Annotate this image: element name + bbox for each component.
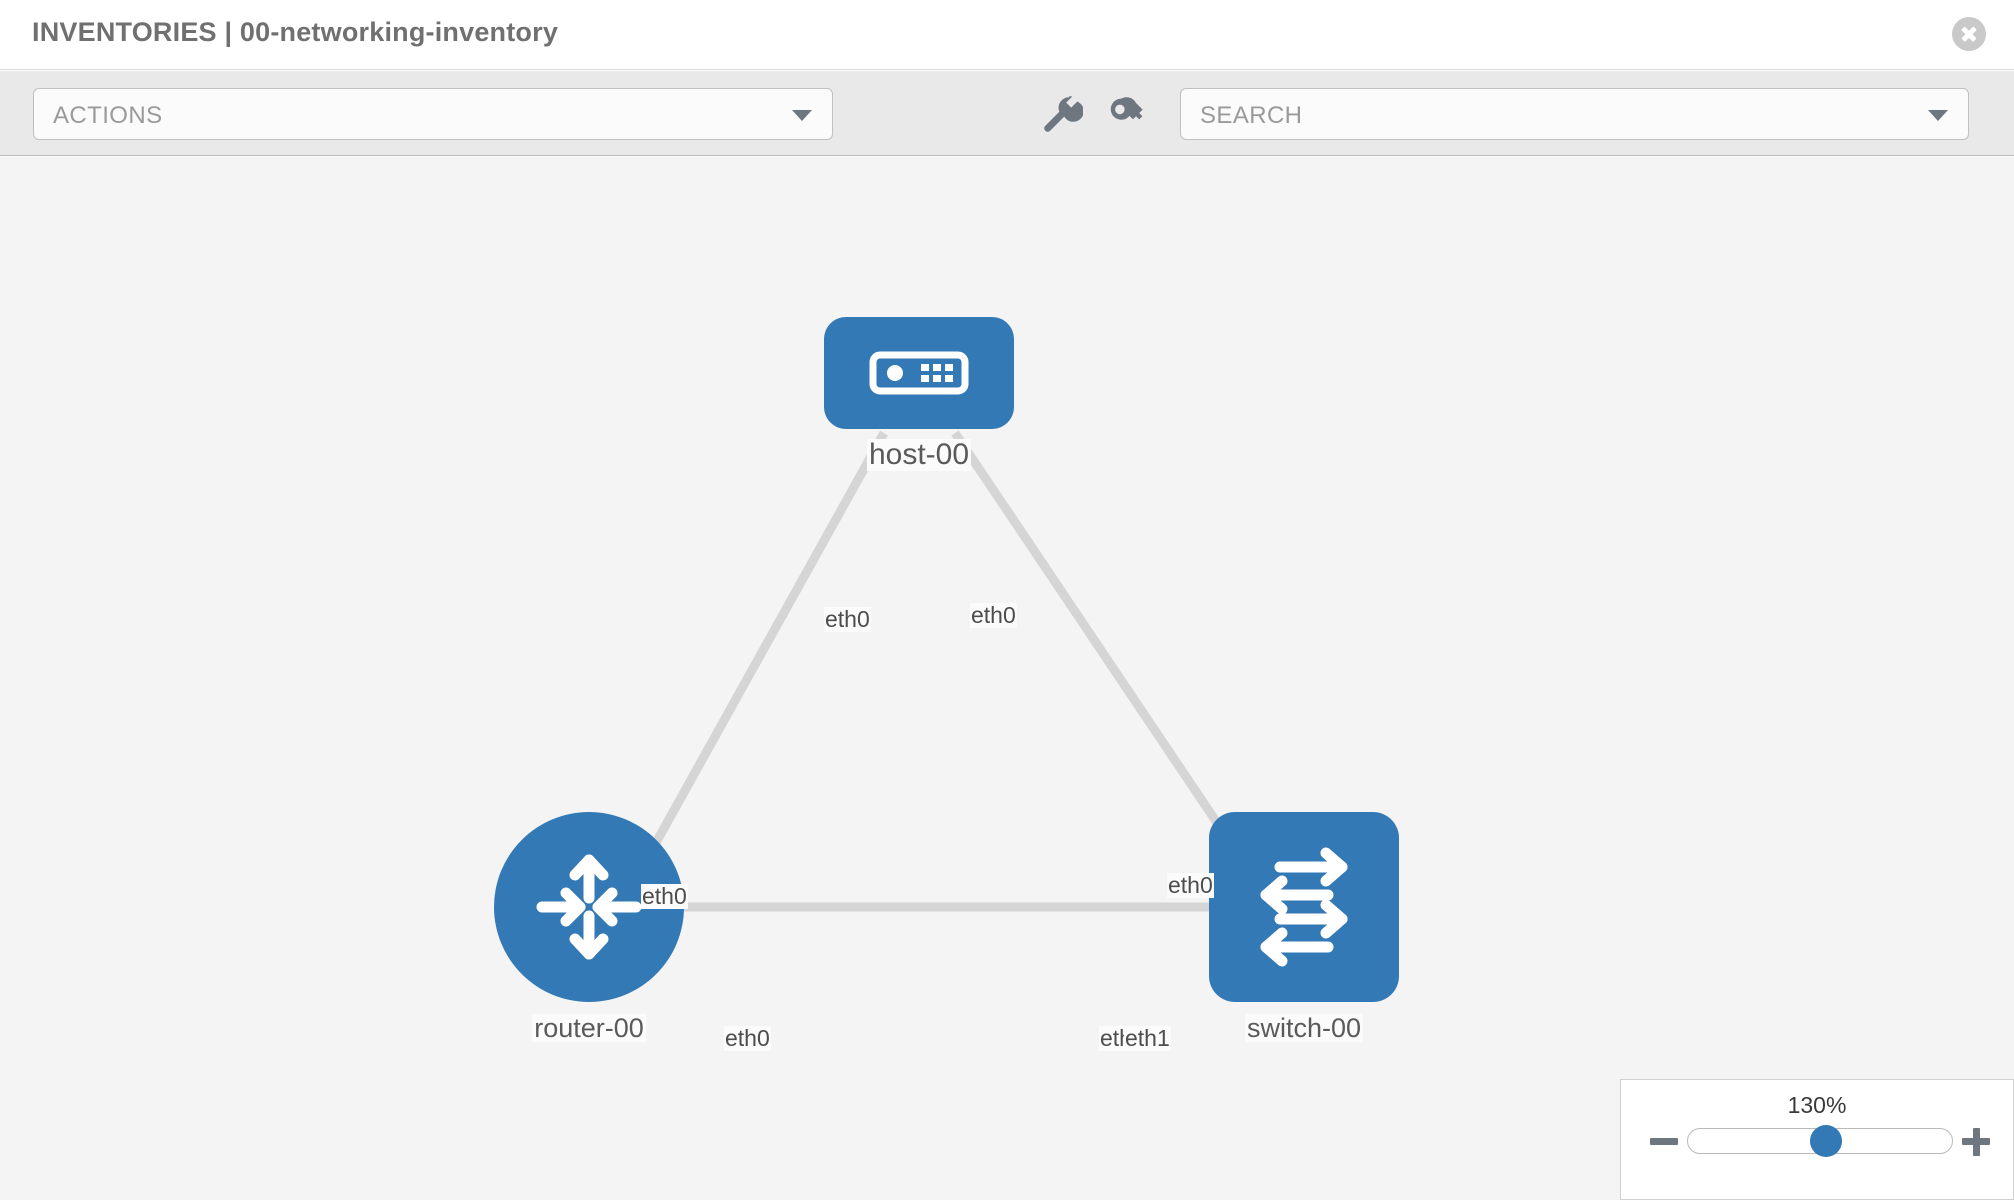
edge-label-router-up: eth0 — [641, 883, 688, 910]
switch-node-label: switch-00 — [1244, 1013, 1364, 1043]
zoom-control-panel: 130% — [1620, 1079, 2014, 1200]
topology-edges — [644, 430, 1244, 912]
key-icon[interactable] — [1105, 91, 1151, 137]
chevron-down-icon — [1928, 110, 1948, 121]
actions-dropdown[interactable]: ACTIONS — [33, 88, 833, 140]
topology-node-host[interactable]: host-00 — [824, 317, 1014, 471]
actions-dropdown-label: ACTIONS — [53, 102, 163, 129]
page-header: INVENTORIES | 00-networking-inventory — [0, 0, 2014, 70]
topology-canvas[interactable]: host-00 route — [0, 157, 2014, 1200]
minus-icon[interactable] — [1647, 1124, 1681, 1158]
chevron-down-icon — [792, 110, 812, 121]
search-input[interactable]: SEARCH — [1180, 88, 1969, 140]
wrench-icon[interactable] — [1037, 91, 1083, 137]
switch-node-shape — [1209, 812, 1399, 1002]
edge-label-switch-up: eth0 — [1167, 872, 1214, 899]
router-node-label: router-00 — [532, 1013, 646, 1043]
zoom-slider-thumb[interactable] — [1810, 1125, 1843, 1157]
edge-label-host-left: eth0 — [824, 606, 871, 633]
edge-label-host-right: eth0 — [970, 602, 1017, 629]
topology-node-switch[interactable]: switch-00 — [1181, 792, 1399, 1042]
switch-arrows-icon — [1260, 847, 1348, 967]
page-title: INVENTORIES | 00-networking-inventory — [32, 17, 559, 47]
edge-label-switch-left-b: eth1 — [1124, 1025, 1171, 1052]
host-node-label: host-00 — [866, 438, 972, 471]
toolbar: ACTIONS SEARCH — [0, 71, 2014, 156]
zoom-slider-track[interactable] — [1687, 1125, 1953, 1157]
host-node-shape — [824, 317, 1014, 429]
server-appliance-icon — [869, 351, 969, 395]
plus-icon[interactable] — [1959, 1124, 1993, 1158]
zoom-level-value: 130% — [1787, 1092, 1847, 1118]
edge-label-router-right: eth0 — [724, 1025, 771, 1052]
router-arrows-icon — [536, 854, 642, 960]
search-placeholder: SEARCH — [1200, 102, 1303, 129]
close-icon[interactable] — [1952, 17, 1986, 51]
